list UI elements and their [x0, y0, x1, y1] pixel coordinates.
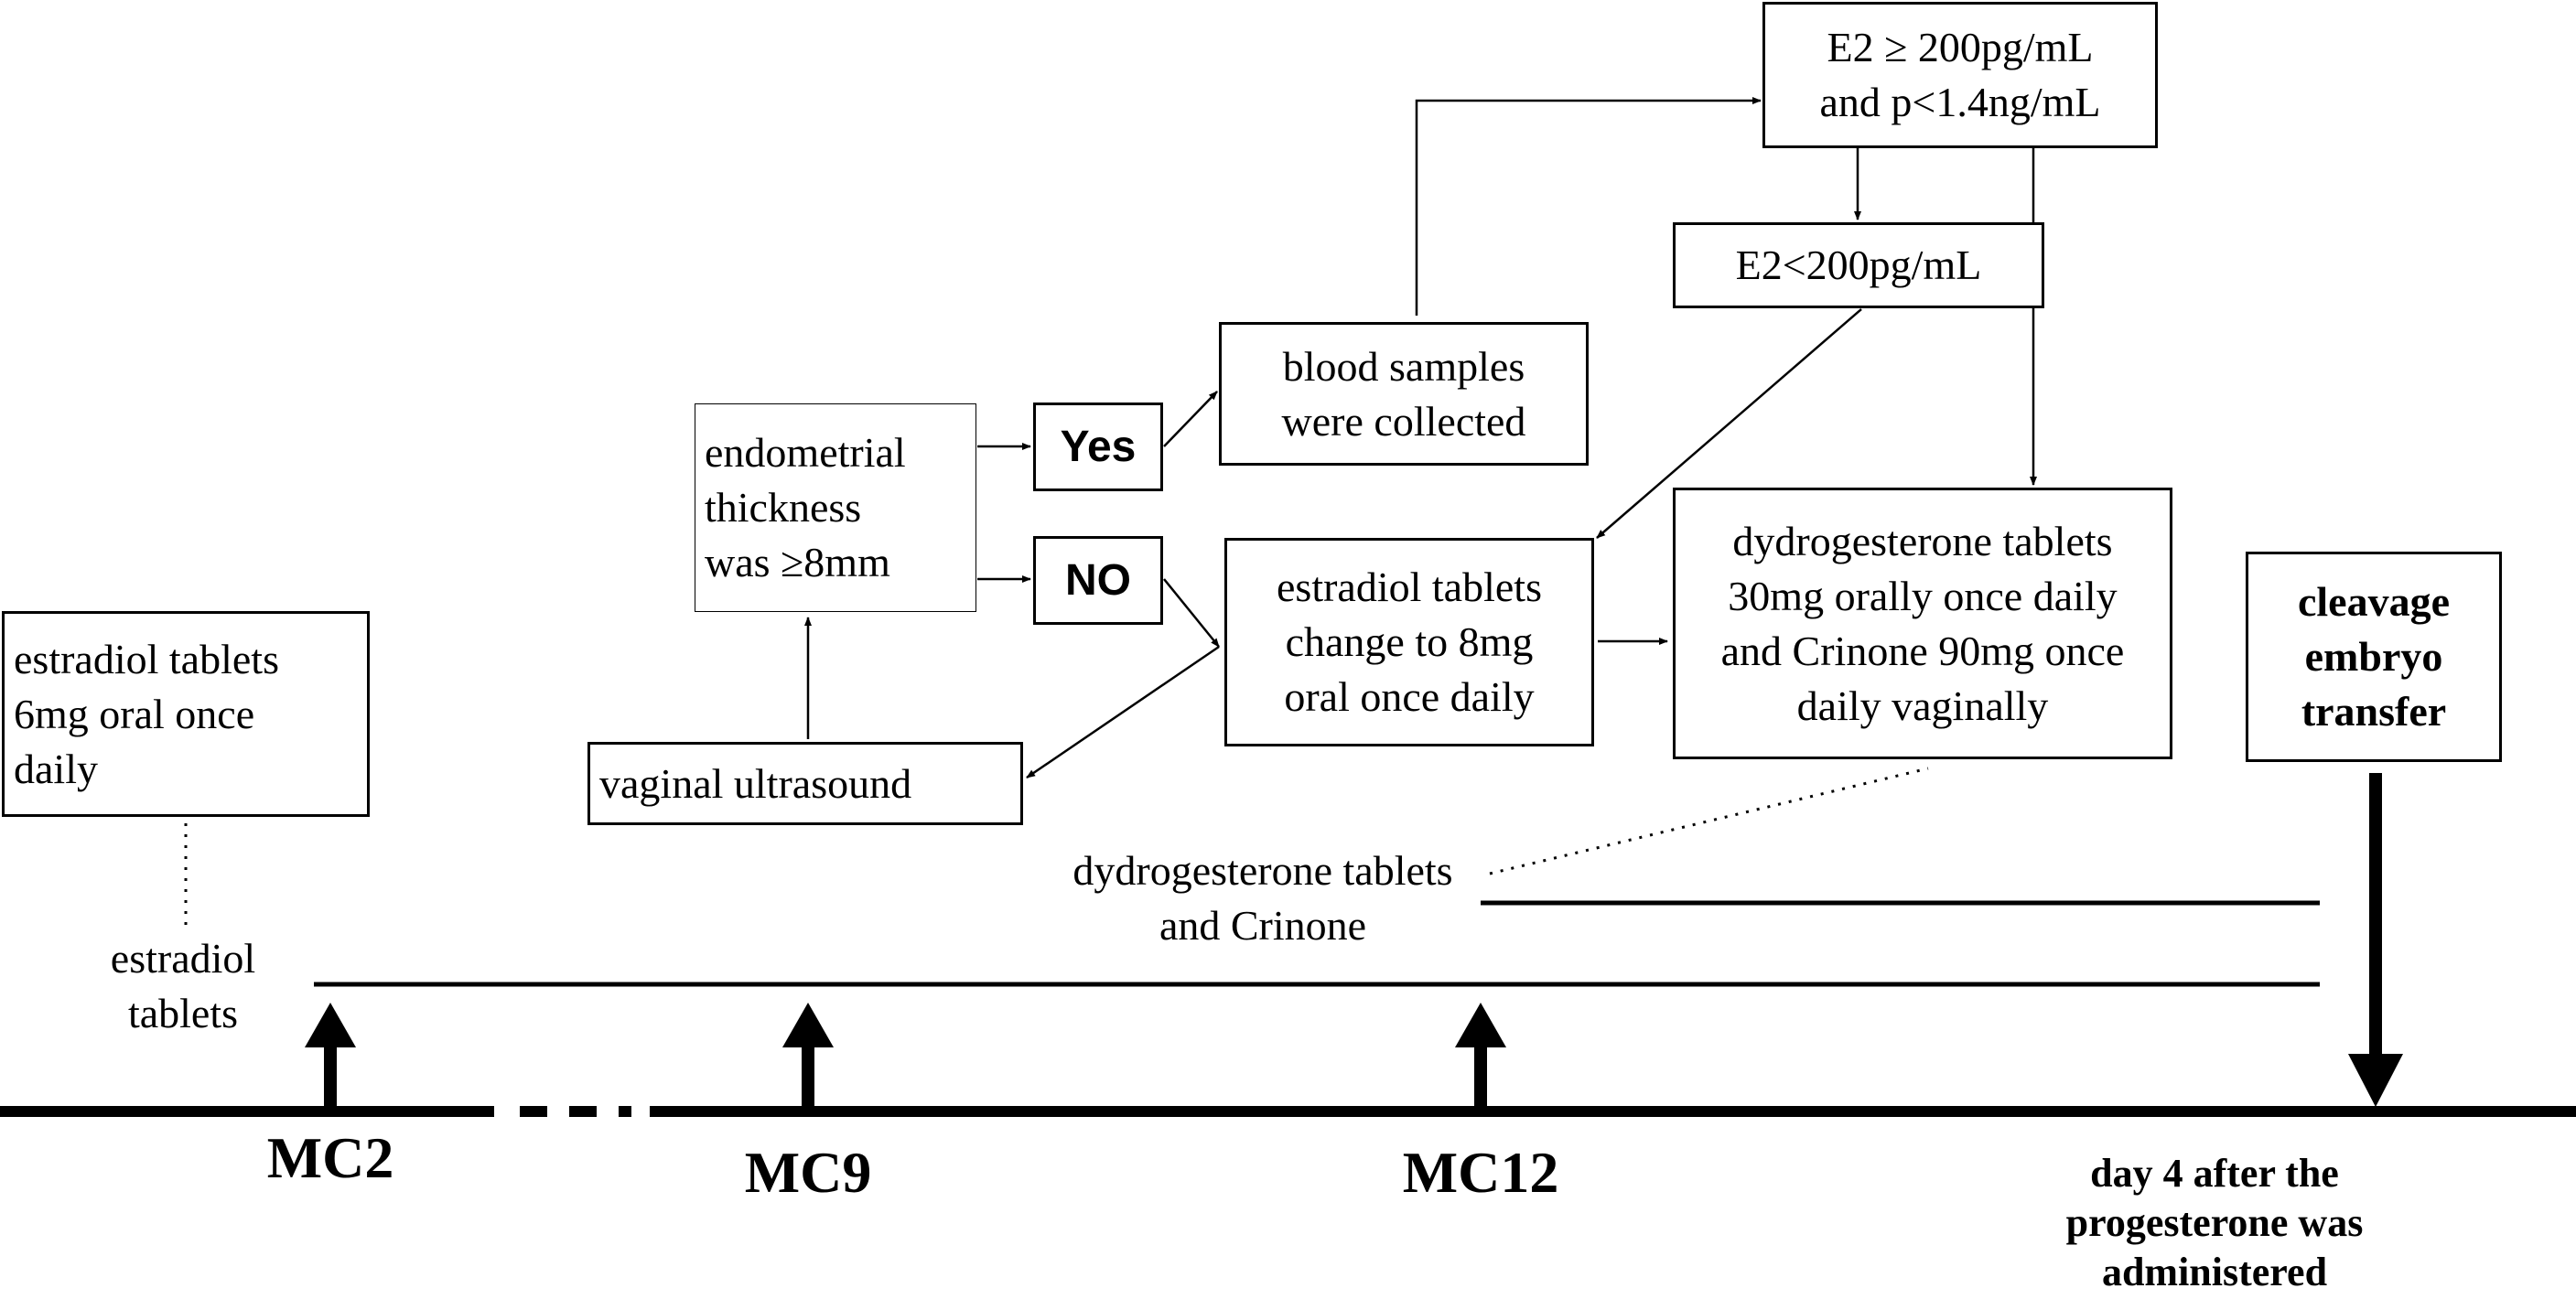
- dydrogesterone-callout-dots: [1489, 767, 1929, 875]
- timeline-label-day4: day 4 after the progesterone was adminis…: [2065, 1151, 2364, 1294]
- estradiol-6mg-box: estradiol tablets 6mg oral once daily: [2, 611, 370, 817]
- mc9-arrow: [782, 1003, 834, 1107]
- vaginal-ultrasound-box: vaginal ultrasound: [587, 742, 1023, 825]
- dydrogesterone-box: dydrogesterone tablets 30mg orally once …: [1673, 488, 2172, 759]
- e2-high-box: E2 ≥ 200pg/mL and p<1.4ng/mL: [1762, 2, 2158, 148]
- e2-low-box: E2<200pg/mL: [1673, 222, 2044, 308]
- blood-samples-box: blood samples were collected: [1219, 322, 1589, 466]
- timeline-label-mc2: MC2: [266, 1125, 394, 1190]
- endometrial-thickness-box: endometrial thickness was ≥8mm: [695, 403, 976, 612]
- dydrogesterone-crinone-label: dydrogesterone tablets and Crinone: [1072, 847, 1453, 949]
- timeline-label-mc9: MC9: [744, 1140, 872, 1205]
- no-box: NO: [1033, 536, 1163, 625]
- estradiol-8mg-box: estradiol tablets change to 8mg oral onc…: [1224, 538, 1594, 746]
- embryo-transfer-box: cleavage embryo transfer: [2246, 552, 2502, 762]
- estradiol-tablets-label: estradiol tablets: [110, 935, 256, 1036]
- yes-box: Yes: [1033, 403, 1163, 491]
- mc2-arrow: [305, 1003, 356, 1107]
- mc12-arrow: [1455, 1003, 1506, 1107]
- transfer-down-arrow: [2348, 773, 2403, 1107]
- flow-arrows: [804, 97, 2037, 779]
- timeline-label-mc12: MC12: [1402, 1140, 1559, 1205]
